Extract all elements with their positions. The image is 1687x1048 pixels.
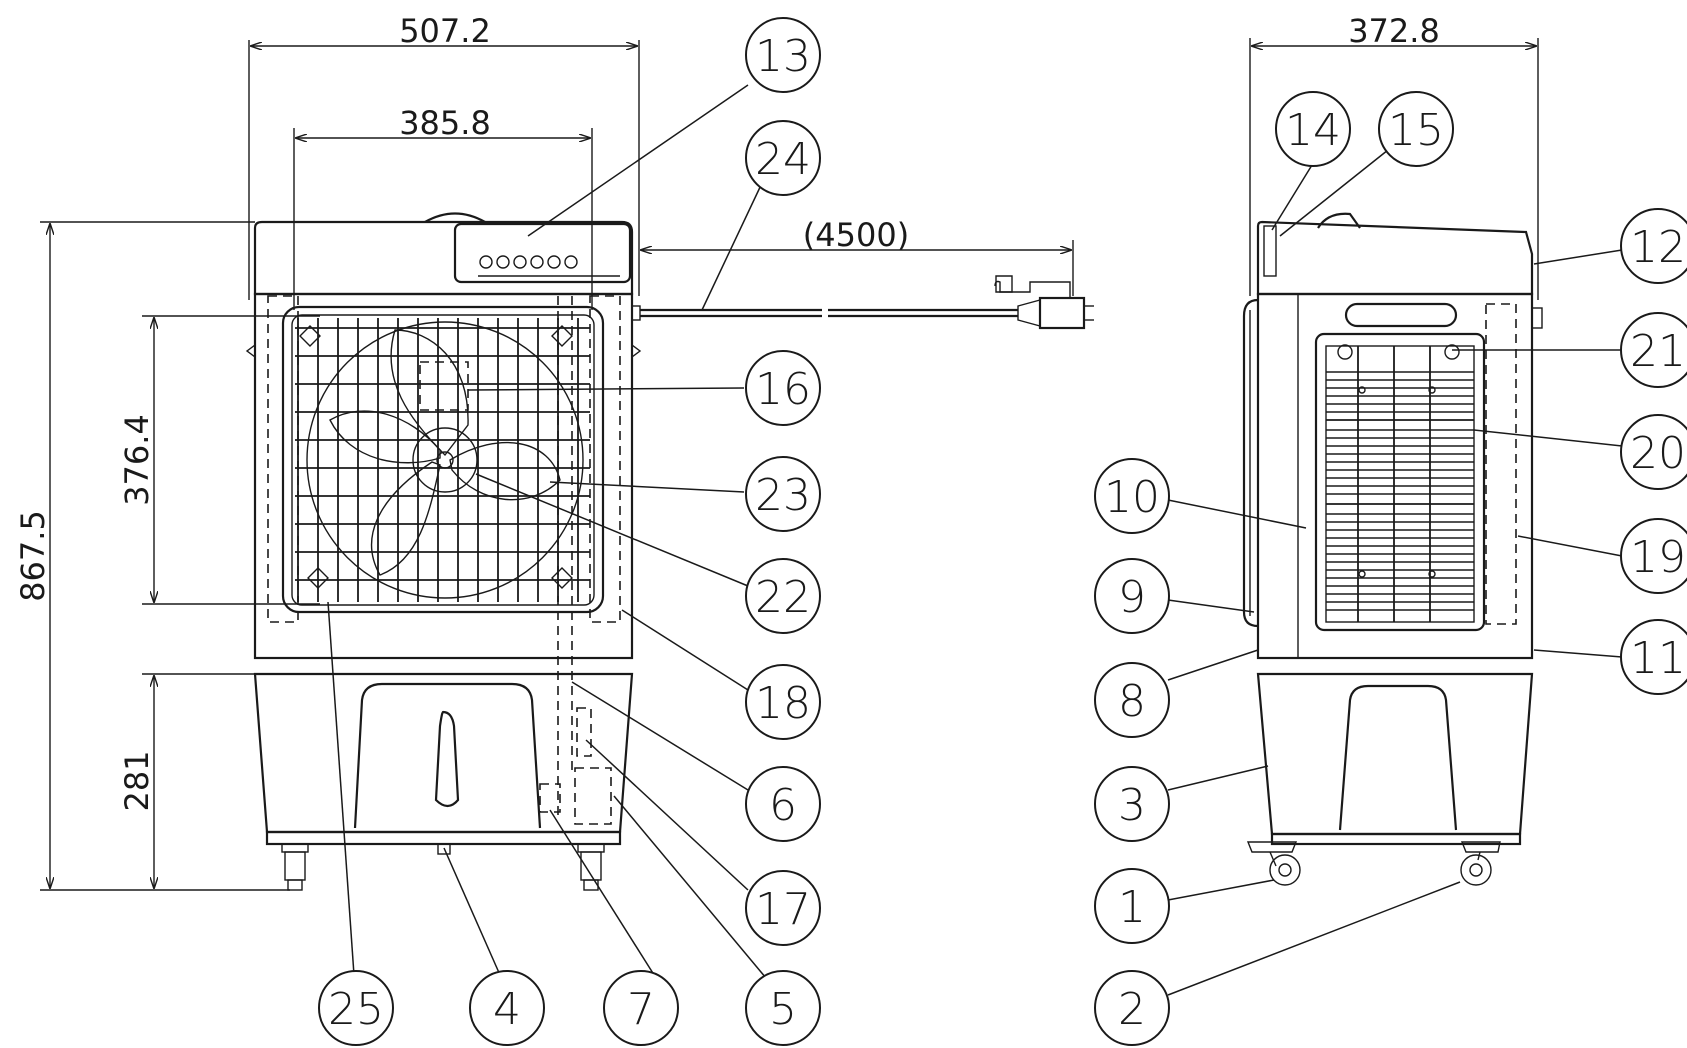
dim-side-depth: 372.8 <box>1348 12 1440 50</box>
svg-text:21: 21 <box>1630 326 1686 377</box>
svg-text:24: 24 <box>755 134 811 185</box>
svg-text:20: 20 <box>1630 428 1686 479</box>
front-grille <box>295 318 590 602</box>
side-grille <box>1326 346 1474 622</box>
dim-grille-height: 376.4 <box>118 414 156 506</box>
svg-text:22: 22 <box>755 572 811 623</box>
dimension-lines <box>40 38 1539 891</box>
svg-text:1: 1 <box>1118 882 1146 933</box>
svg-text:5: 5 <box>769 984 797 1035</box>
callout-15: 15 <box>1378 91 1454 167</box>
svg-text:17: 17 <box>755 884 811 935</box>
svg-text:7: 7 <box>627 984 655 1035</box>
dim-total-height: 867.5 <box>14 510 52 602</box>
dim-tank-height: 281 <box>118 750 156 811</box>
callout-6: 6 <box>745 766 821 842</box>
callout-18: 18 <box>745 664 821 740</box>
svg-text:18: 18 <box>755 678 811 729</box>
svg-text:4: 4 <box>493 984 521 1035</box>
svg-text:12: 12 <box>1630 222 1686 273</box>
callout-2: 2 <box>1094 970 1170 1046</box>
callout-10: 10 <box>1094 458 1170 534</box>
callout-20: 20 <box>1620 414 1687 490</box>
leader-lines <box>327 84 1623 996</box>
svg-text:15: 15 <box>1388 105 1444 156</box>
svg-text:2: 2 <box>1118 984 1146 1035</box>
callout-13: 13 <box>745 17 821 93</box>
callout-12: 12 <box>1620 208 1687 284</box>
callout-5: 5 <box>745 970 821 1046</box>
dim-grille-width: 385.8 <box>399 104 491 142</box>
control-buttons <box>478 255 620 277</box>
callout-14: 14 <box>1275 91 1351 167</box>
svg-text:9: 9 <box>1118 572 1146 623</box>
callout-24: 24 <box>745 120 821 196</box>
svg-text:25: 25 <box>328 984 384 1035</box>
callout-23: 23 <box>745 456 821 532</box>
callout-8: 8 <box>1094 662 1170 738</box>
svg-text:8: 8 <box>1118 676 1146 727</box>
callout-1: 1 <box>1094 868 1170 944</box>
svg-text:10: 10 <box>1104 472 1160 523</box>
dimension-labels: 507.2 385.8 (4500) 372.8 867.5 376.4 281 <box>14 12 1440 812</box>
svg-text:13: 13 <box>755 31 811 82</box>
callout-4: 4 <box>469 970 545 1046</box>
callout-9: 9 <box>1094 558 1170 634</box>
callout-11: 11 <box>1620 619 1687 695</box>
svg-text:16: 16 <box>755 364 811 415</box>
svg-text:6: 6 <box>769 780 797 831</box>
dim-front-width: 507.2 <box>399 12 491 50</box>
callout-3: 3 <box>1094 766 1170 842</box>
callouts: 13 24 16 23 22 18 6 17 5 7 4 25 10 9 8 3… <box>318 17 1687 1046</box>
callout-21: 21 <box>1620 312 1687 388</box>
svg-text:23: 23 <box>755 470 811 521</box>
callout-25: 25 <box>318 970 394 1046</box>
callout-19: 19 <box>1620 518 1687 594</box>
svg-text:19: 19 <box>1630 532 1686 583</box>
callout-7: 7 <box>603 970 679 1046</box>
svg-text:3: 3 <box>1118 780 1146 831</box>
svg-text:14: 14 <box>1285 105 1341 156</box>
callout-17: 17 <box>745 870 821 946</box>
svg-text:11: 11 <box>1630 633 1686 684</box>
callout-16: 16 <box>745 350 821 426</box>
side-view <box>1242 212 1543 886</box>
front-view <box>245 212 1094 891</box>
callout-22: 22 <box>745 558 821 634</box>
dim-cord-length: (4500) <box>803 216 909 254</box>
